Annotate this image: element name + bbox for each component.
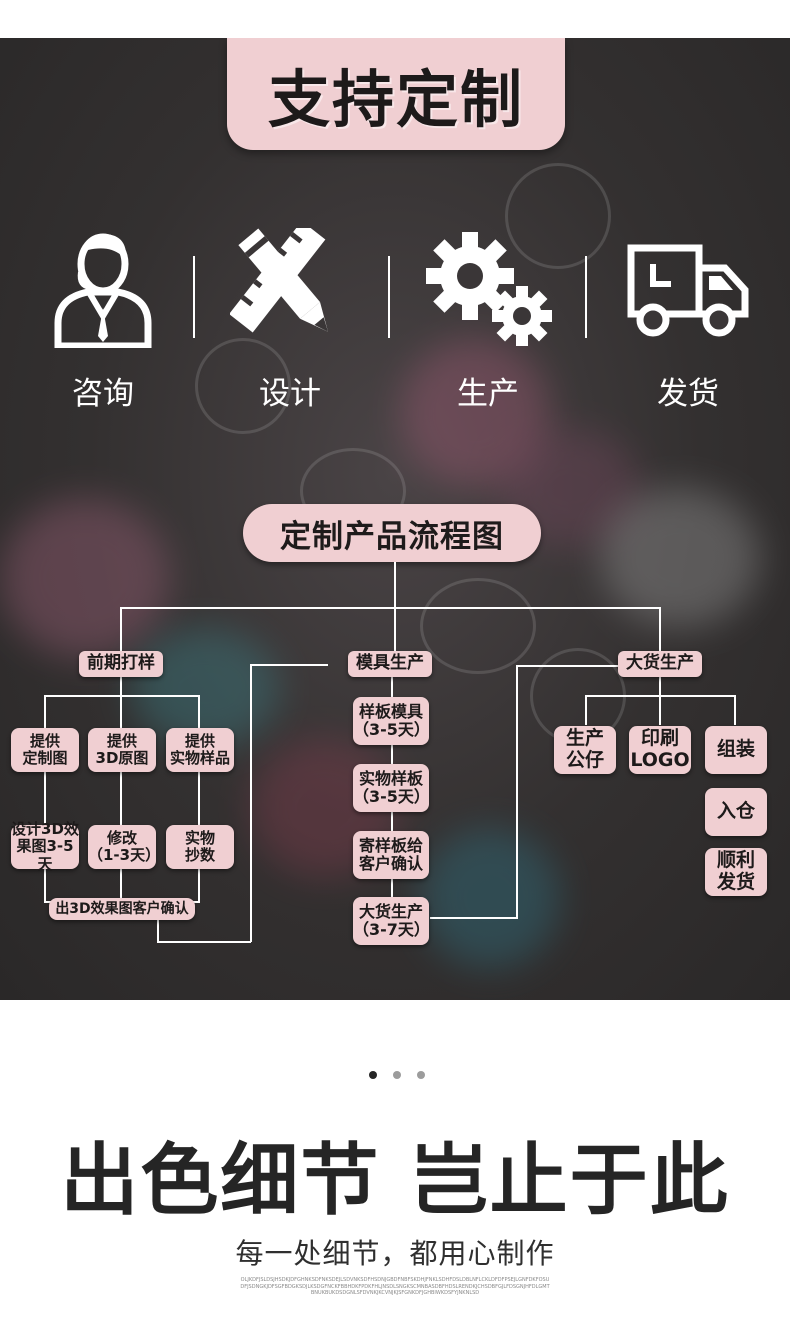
mold-item: 寄样板给 客户确认	[353, 831, 429, 879]
step-label: 设计	[259, 376, 321, 412]
banner-title: 支持定制	[267, 63, 524, 136]
connector-line	[659, 676, 661, 696]
pagination-dot[interactable]	[393, 1071, 401, 1079]
connector-line	[250, 664, 252, 942]
bulk-item: 顺利 发货	[705, 848, 767, 896]
branch-mold: 模具生产	[348, 651, 432, 677]
step-label: 发货	[657, 376, 719, 412]
sample-item: 设计3D效 果图3-5天	[11, 820, 79, 873]
connector-line	[120, 676, 122, 696]
step-divider	[585, 256, 587, 338]
sample-confirm: 出3D效果图客户确认	[49, 898, 195, 920]
step-production: 生产	[398, 228, 578, 412]
connector-line	[430, 917, 517, 919]
bulk-item: 组装	[705, 726, 767, 774]
flow-title-badge: 定制产品流程图	[243, 504, 541, 562]
details-headline: 出色细节 岂止于此	[60, 1136, 730, 1226]
connector-line	[659, 695, 661, 725]
step-label: 生产	[457, 376, 519, 412]
connector-line	[585, 695, 587, 725]
sample-item: 提供 定制图	[11, 728, 79, 772]
connector-line	[394, 607, 396, 652]
connector-line	[659, 607, 661, 652]
branch-sample: 前期打样	[79, 651, 163, 677]
bg-keyring	[420, 578, 536, 674]
carousel-pagination	[369, 1071, 425, 1079]
connector-line	[120, 607, 660, 609]
details-subline: 每一处细节，都用心制作	[235, 1237, 555, 1270]
step-consult: 咨询	[13, 228, 193, 412]
connector-line	[394, 562, 396, 608]
bg-keyring	[195, 338, 291, 434]
connector-line	[198, 695, 200, 902]
pagination-dot-active[interactable]	[369, 1071, 377, 1079]
step-delivery: 发货	[598, 228, 778, 412]
connector-line	[734, 695, 736, 725]
customization-banner: 支持定制	[227, 38, 565, 150]
mold-item: 大货生产 （3-7天）	[353, 897, 430, 945]
delivery-truck-icon	[627, 244, 749, 337]
step-divider	[388, 256, 390, 338]
flow-title: 定制产品流程图	[280, 518, 504, 555]
bg-keyring	[505, 163, 611, 269]
mold-item: 实物样板 （3-5天）	[353, 764, 430, 812]
gears-icon	[426, 232, 552, 346]
connector-line	[157, 941, 251, 943]
sample-item: 提供 3D原图	[88, 728, 156, 772]
sample-item: 提供 实物样品	[166, 728, 234, 772]
mold-item: 样板模具 （3-5天）	[353, 697, 430, 745]
bg-toy-blob	[600, 488, 760, 628]
step-design: 设计	[200, 228, 380, 412]
bg-toy-blob	[400, 338, 550, 488]
pagination-dot[interactable]	[417, 1071, 425, 1079]
connector-line	[44, 695, 46, 902]
connector-line	[516, 665, 619, 667]
bg-toy-blob	[420, 828, 560, 968]
branch-bulk: 大货生产	[618, 651, 702, 677]
connector-line	[120, 607, 122, 652]
bulk-item: 印刷 LOGO	[629, 726, 691, 774]
customer-service-icon	[54, 233, 152, 348]
decorative-fineprint: OLJKDFJSLDSJHSDKJDFGHNKSDFNKSDEJLSDVNKSD…	[240, 1277, 550, 1296]
step-divider	[193, 256, 195, 338]
customization-panel: 支持定制 咨询	[0, 38, 790, 1000]
bulk-item: 生产 公仔	[554, 726, 616, 774]
sample-item: 实物 抄数	[166, 825, 234, 869]
step-label: 咨询	[72, 376, 134, 412]
bg-toy-blob	[0, 498, 170, 658]
pencil-ruler-icon	[230, 228, 329, 333]
connector-line	[516, 665, 518, 919]
bulk-item: 入仓	[705, 788, 767, 836]
connector-line	[250, 664, 328, 666]
connector-line	[157, 918, 159, 942]
connector-line	[120, 695, 122, 902]
sample-item: 修改 （1-3天）	[88, 825, 160, 869]
